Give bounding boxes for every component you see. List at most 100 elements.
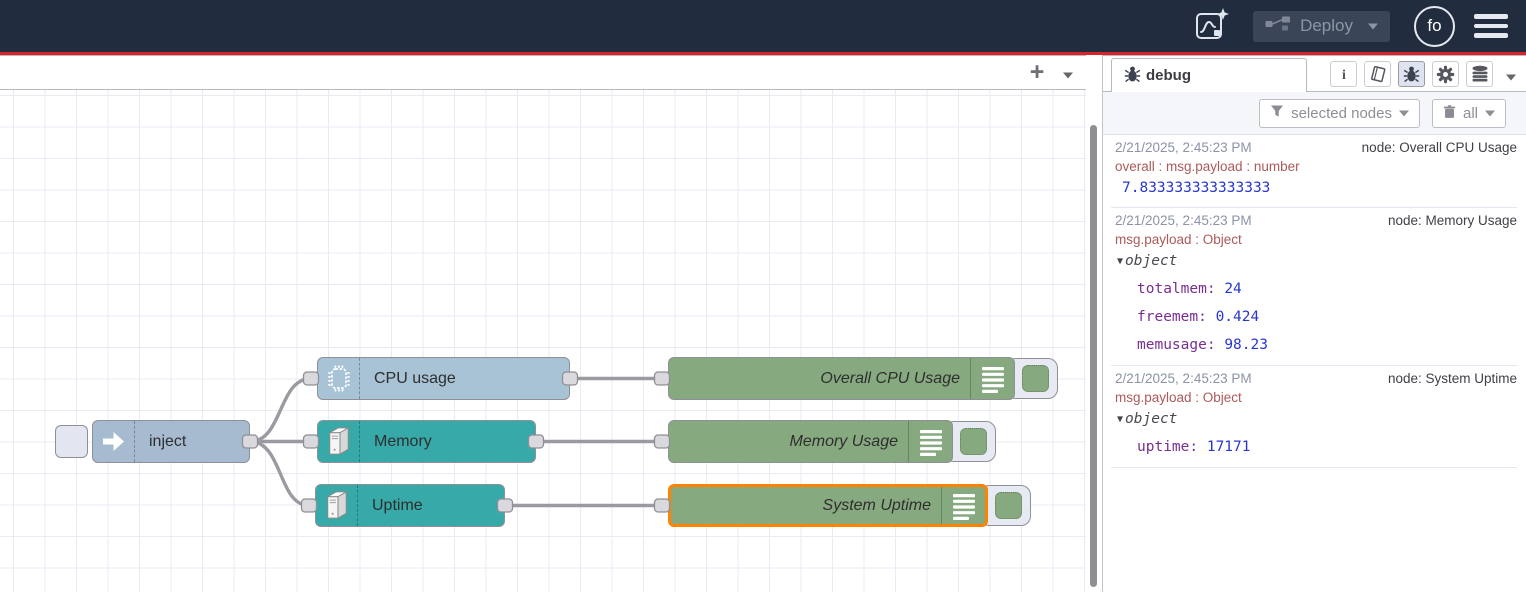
message-source-node: node: Overall CPU Usage: [1361, 140, 1517, 155]
message-value: 7.833333333333333: [1122, 180, 1271, 196]
sidebar-caret-icon[interactable]: [1506, 68, 1516, 86]
debug-tab-label: debug: [1146, 67, 1191, 84]
filter-caret-icon: [1398, 110, 1409, 117]
tab-list-caret-icon[interactable]: [1063, 66, 1073, 84]
sidebar-header-buttons: i: [1330, 61, 1493, 87]
entry-key: uptime:: [1137, 439, 1207, 455]
message-timestamp: 2/21/2025, 2:45:23 PM: [1115, 213, 1252, 228]
flow-export-sparkle-icon[interactable]: [1191, 6, 1231, 46]
chip-icon: [318, 358, 360, 399]
trash-icon: [1443, 104, 1456, 123]
wire[interactable]: [248, 439, 311, 508]
node-label: Memory: [374, 432, 432, 450]
workspace-tab-bar: +: [0, 55, 1086, 90]
entry-key: memusage:: [1137, 337, 1225, 353]
message-property-path: msg.payload : Object: [1115, 232, 1242, 247]
debug-list-icon: [970, 358, 1014, 399]
sidebar-tab-row: debug i: [1103, 56, 1526, 92]
gear-icon-button[interactable]: [1432, 61, 1459, 87]
node-label: Uptime: [372, 496, 423, 514]
object-entry: totalmem: 24: [1115, 275, 1517, 303]
wire[interactable]: [248, 376, 313, 444]
tab-debug[interactable]: debug: [1111, 58, 1307, 92]
message-timestamp: 2/21/2025, 2:45:23 PM: [1115, 371, 1252, 386]
expand-caret-icon[interactable]: ▼: [1117, 414, 1124, 425]
debug-sidebar: debug i selected nodes all 2/21/2025, 2:…: [1102, 55, 1526, 592]
message-meta: 2/21/2025, 2:45:23 PM node: Overall CPU U…: [1115, 138, 1517, 157]
debug-message[interactable]: 2/21/2025, 2:45:23 PM node: Memory Usage m…: [1111, 208, 1517, 366]
header-bar: Deploy fo: [0, 0, 1526, 52]
message-source-node: node: System Uptime: [1387, 371, 1517, 386]
clear-all-button[interactable]: all: [1431, 98, 1506, 128]
node-uptime[interactable]: Uptime: [315, 484, 505, 527]
node-memory[interactable]: Memory: [317, 420, 536, 463]
object-expander[interactable]: ▼object: [1115, 407, 1517, 433]
filter-label: selected nodes: [1291, 104, 1392, 122]
entry-value: 24: [1224, 281, 1242, 297]
object-expander[interactable]: ▼object: [1115, 249, 1517, 275]
bug-icon: [1124, 65, 1141, 87]
node-label: Overall CPU Usage: [820, 369, 960, 387]
clear-label: all: [1462, 104, 1478, 122]
entry-value: 98.23: [1224, 337, 1268, 353]
node-debug-overall-cpu[interactable]: Overall CPU Usage: [668, 357, 1015, 400]
inject-trigger-button[interactable]: [55, 425, 88, 458]
debug-list-icon: [941, 487, 985, 524]
info-icon-button[interactable]: i: [1330, 61, 1357, 87]
wires-layer: [248, 376, 664, 508]
header-accent-stripe: [0, 52, 1526, 55]
debug-toggle-state: [960, 427, 987, 455]
node-label: System Uptime: [822, 496, 931, 514]
inject-arrow-icon: [93, 421, 135, 462]
object-entry: memusage: 98.23: [1115, 331, 1517, 359]
node-label: CPU usage: [374, 369, 456, 387]
message-timestamp: 2/21/2025, 2:45:23 PM: [1115, 140, 1252, 155]
entry-key: freemem:: [1137, 309, 1216, 325]
entry-value: 0.424: [1215, 309, 1260, 325]
debug-list-icon: [908, 421, 952, 462]
canvas-vertical-scrollbar: [1086, 55, 1102, 592]
funnel-icon: [1270, 104, 1284, 122]
scrollbar-thumb[interactable]: [1090, 125, 1097, 587]
clear-caret-icon: [1485, 110, 1495, 117]
user-avatar[interactable]: fo: [1414, 5, 1455, 47]
deploy-button[interactable]: Deploy: [1253, 10, 1390, 42]
add-flow-button[interactable]: +: [1029, 58, 1045, 86]
message-meta: 2/21/2025, 2:45:23 PM node: Memory Usage: [1115, 211, 1517, 230]
svg-text:i: i: [1342, 68, 1346, 82]
debug-toggle-state: [995, 491, 1022, 519]
object-label: object: [1125, 253, 1178, 269]
message-source-node: node: Memory Usage: [1387, 213, 1517, 228]
node-debug-memory-usage[interactable]: Memory Usage: [668, 420, 953, 463]
debug-message[interactable]: 2/21/2025, 2:45:23 PM node: System Uptime…: [1111, 366, 1517, 468]
node-cpu-usage[interactable]: CPU usage: [317, 357, 570, 400]
menu-icon[interactable]: [1474, 14, 1508, 38]
node-label: Memory Usage: [789, 432, 898, 450]
node-inject[interactable]: inject: [92, 420, 250, 463]
database-icon-button[interactable]: [1466, 61, 1493, 87]
entry-value: 17171: [1206, 439, 1251, 455]
message-meta: 2/21/2025, 2:45:23 PM node: System Uptime: [1115, 369, 1517, 388]
book-icon-button[interactable]: [1364, 61, 1391, 87]
entry-key: totalmem:: [1137, 281, 1225, 297]
node-label: inject: [149, 432, 187, 450]
object-entry: freemem: 0.424: [1115, 303, 1517, 331]
debug-message[interactable]: 2/21/2025, 2:45:23 PM node: Overall CPU U…: [1111, 135, 1517, 208]
debug-message-list: 2/21/2025, 2:45:23 PM node: Overall CPU U…: [1111, 135, 1517, 468]
debug-toggle-state: [1022, 364, 1049, 392]
object-entry: uptime: 17171: [1115, 433, 1517, 461]
bug-icon-button[interactable]: [1398, 61, 1425, 87]
debug-toolbar: selected nodes all: [1103, 92, 1526, 135]
node-debug-system-uptime[interactable]: System Uptime: [668, 484, 988, 527]
filter-selected-nodes-button[interactable]: selected nodes: [1259, 98, 1420, 128]
expand-caret-icon[interactable]: ▼: [1117, 256, 1124, 267]
deploy-label: Deploy: [1300, 16, 1353, 35]
deploy-nodes-icon: [1265, 16, 1291, 37]
message-property-path: overall : msg.payload : number: [1115, 159, 1300, 174]
server-icon: [316, 485, 358, 526]
deploy-caret-icon[interactable]: [1368, 23, 1378, 30]
message-property-path: msg.payload : Object: [1115, 390, 1242, 405]
object-label: object: [1125, 411, 1178, 427]
server-icon: [318, 421, 360, 462]
